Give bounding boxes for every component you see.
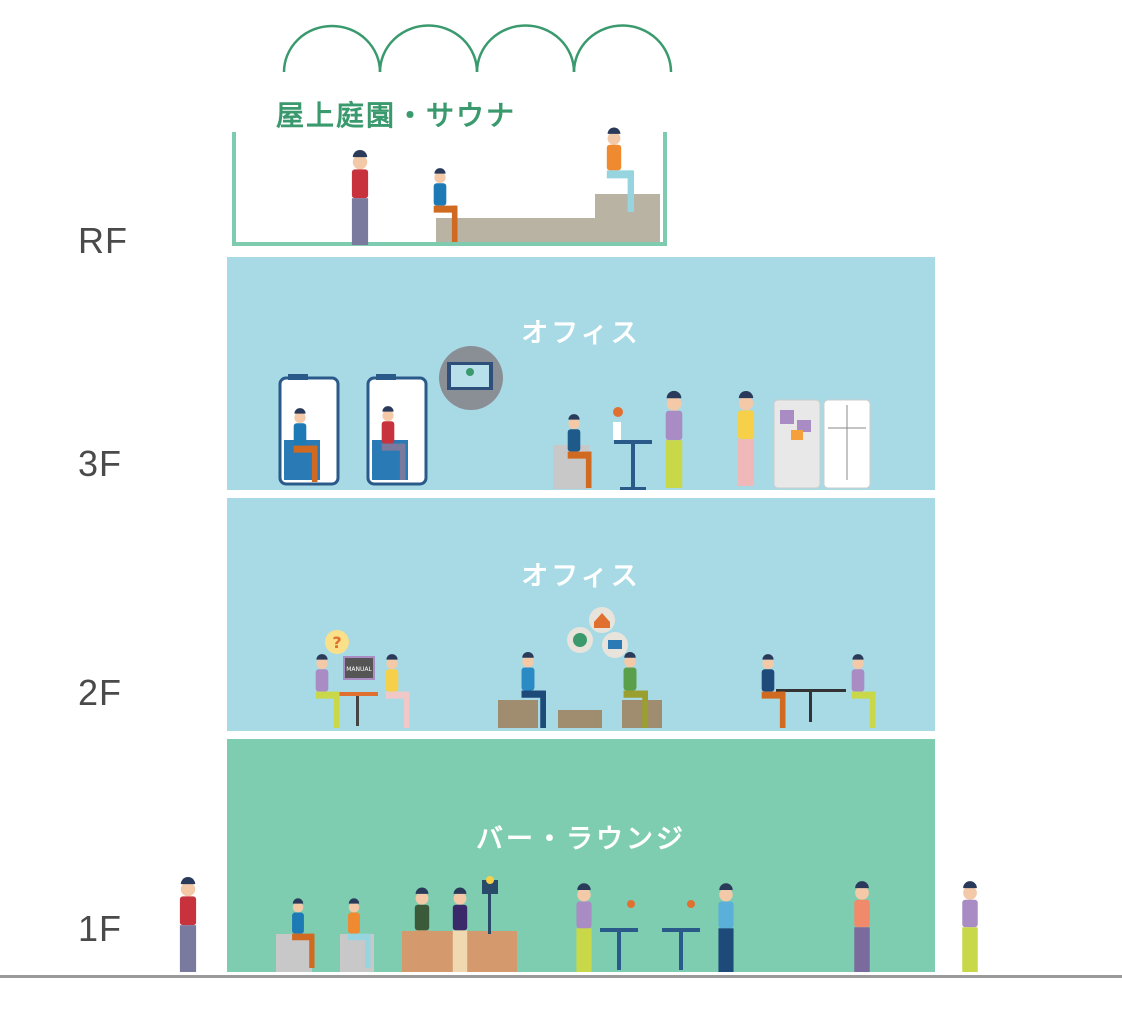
monitor-text: MANUAL <box>346 666 372 673</box>
table-icon <box>613 407 652 490</box>
people-illustrations <box>179 127 978 972</box>
person-icon <box>606 127 634 212</box>
person-icon <box>292 898 315 968</box>
floor-1f-lounge: バー・ラウンジ <box>227 739 935 972</box>
video-call-bubble-icon <box>439 346 503 410</box>
person-icon <box>851 654 876 728</box>
person-icon <box>452 887 468 972</box>
person-icon <box>315 654 340 728</box>
rooftop-garden-area <box>232 132 667 246</box>
lamp-icon <box>482 876 498 934</box>
floor-2f-title: オフィス <box>521 561 641 592</box>
person-icon <box>854 881 870 972</box>
person-icon <box>179 876 197 972</box>
person-icon <box>293 408 318 482</box>
meeting-bubble-icon <box>602 632 628 658</box>
floor-1f-title: バー・ラウンジ <box>476 824 686 855</box>
table-icon <box>662 900 700 970</box>
clock-bubble-icon <box>567 627 593 653</box>
person-icon <box>761 654 786 728</box>
phone-booth-icon <box>366 374 428 486</box>
rooftop-title: 屋上庭園・サウナ <box>276 99 517 132</box>
person-icon <box>962 881 978 972</box>
floor-3f-title: オフィス <box>521 318 641 349</box>
meeting-table-icon <box>776 689 846 722</box>
floor-label-2f: 2F <box>78 672 123 713</box>
svg-text:?: ? <box>332 633 341 652</box>
person-icon <box>351 149 369 245</box>
person-icon <box>718 883 734 972</box>
person-icon <box>567 414 592 488</box>
coffee-table-icon <box>558 710 602 728</box>
person-icon <box>737 390 755 486</box>
whiteboard-icon <box>773 399 871 489</box>
person-icon <box>414 887 430 972</box>
floor-label-1f: 1F <box>78 908 123 949</box>
person-icon <box>381 406 406 480</box>
person-icon <box>385 654 410 728</box>
sofa-icon <box>498 700 538 728</box>
person-icon <box>623 651 648 728</box>
chair-icon <box>276 934 312 972</box>
person-icon <box>521 651 546 728</box>
person-icon <box>665 390 683 488</box>
person-icon <box>348 898 371 968</box>
home-bubble-icon <box>589 607 615 633</box>
person-icon <box>576 883 592 972</box>
table-icon <box>600 900 638 970</box>
person-icon <box>433 168 458 242</box>
ground-line <box>0 975 1122 978</box>
phone-booth-icon <box>278 374 340 486</box>
floor-label-3f: 3F <box>78 443 123 484</box>
sofa-icon <box>622 700 662 728</box>
monitor-icon: MANUAL <box>338 656 378 726</box>
floor-label-rf: RF <box>78 220 128 261</box>
question-bubble-icon: ? <box>325 630 349 654</box>
